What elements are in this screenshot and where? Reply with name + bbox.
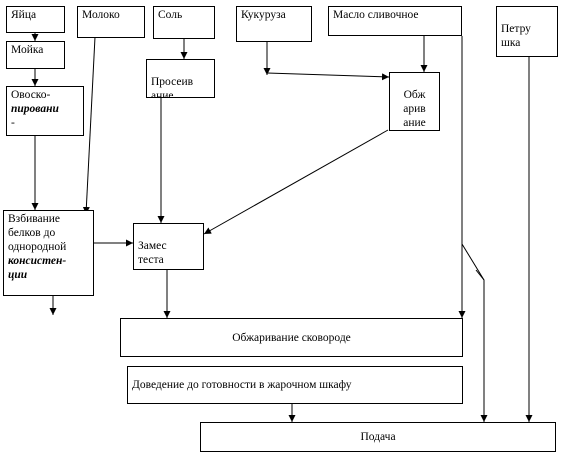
node-serving: Подача: [200, 422, 556, 452]
arrow-frying-kneading: [203, 129, 389, 235]
node-whipping-line5: ции: [8, 269, 28, 281]
node-ovoscoping-line1: Овоско-: [11, 89, 51, 101]
arrow-milk-whipping: [82, 36, 96, 215]
node-whipping: Взбивание белков до однородной консистен…: [3, 210, 94, 296]
node-oven-label: Доведение до готовности в жарочном шкафу: [132, 379, 352, 391]
node-milk-label: Молоко: [82, 9, 120, 21]
node-kneading-label: Замес теста: [138, 240, 167, 266]
node-serving-label: Подача: [360, 431, 396, 443]
node-ovoscoping-line3: -: [11, 117, 15, 129]
arrow-corn-frying: [266, 72, 390, 81]
node-sifting-label: Просеив ание: [151, 76, 194, 98]
node-ovoscoping: Овоско- пировани -: [6, 86, 84, 136]
node-washing: Мойка: [6, 41, 65, 69]
arrow-branch-tick: [475, 269, 485, 281]
node-salt-label: Соль: [158, 9, 183, 21]
node-whipping-line1: Взбивание: [8, 213, 61, 225]
node-parsley: Петру шка: [496, 6, 558, 57]
node-salt: Соль: [153, 6, 215, 39]
node-oven: Доведение до готовности в жарочном шкафу: [127, 366, 463, 404]
node-milk: Молоко: [77, 6, 145, 38]
node-kneading: Замес теста: [133, 223, 204, 270]
node-butter: Масло сливочное: [328, 6, 462, 36]
node-butter-label: Масло сливочное: [333, 9, 419, 21]
node-pan-frying: Обжаривание сковороде: [120, 318, 463, 357]
node-whipping-line3: однородной: [8, 241, 67, 253]
node-ovoscoping-line2: пировани: [11, 103, 59, 115]
arrow-branch-serving: [461, 243, 488, 422]
node-frying: Обж арив ание: [389, 72, 440, 131]
node-whipping-line4: консистен-: [8, 255, 67, 267]
node-corn-label: Кукуруза: [241, 9, 286, 21]
node-eggs-label: Яйца: [11, 9, 37, 21]
node-corn: Кукуруза: [236, 6, 312, 42]
node-parsley-label: Петру шка: [501, 23, 531, 49]
node-frying-label: Обж арив ание: [403, 89, 426, 129]
node-washing-label: Мойка: [11, 44, 44, 56]
node-pan-frying-label: Обжаривание сковороде: [232, 331, 351, 344]
node-eggs: Яйца: [6, 6, 65, 33]
node-sifting: Просеив ание: [146, 59, 215, 98]
node-whipping-line2: белков до: [8, 227, 56, 239]
